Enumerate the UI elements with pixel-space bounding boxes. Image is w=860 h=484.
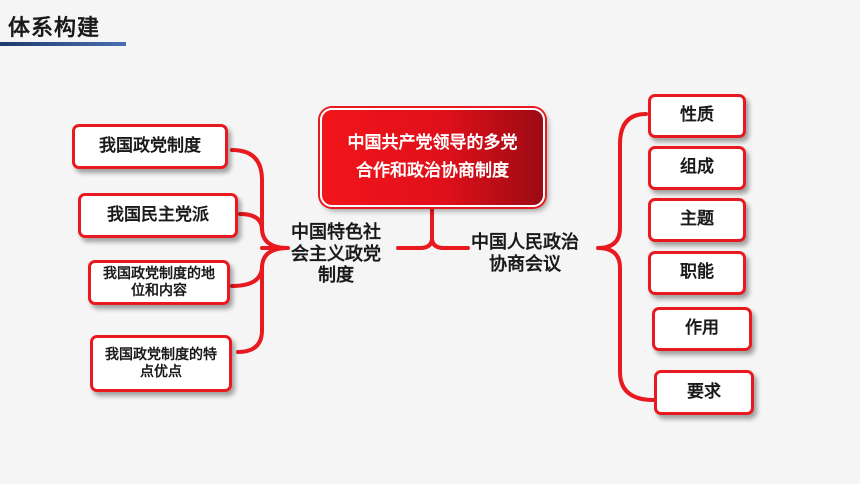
left-hub-label: 中国特色社会主义政党制度 [291, 222, 381, 287]
title-underline [0, 42, 126, 46]
left-bracket-tick-3 [230, 264, 264, 288]
right-item-1-text: 性质 [680, 105, 714, 126]
right-item-5-text: 作用 [685, 318, 719, 339]
left-item-1: 我国政党制度 [72, 124, 228, 169]
right-item-4-text: 职能 [680, 262, 714, 283]
right-item-6: 要求 [654, 370, 754, 415]
center-node: 中国共产党领导的多党合作和政治协商制度 [320, 108, 545, 207]
right-item-2-text: 组成 [680, 157, 714, 178]
right-item-4: 职能 [648, 251, 746, 295]
page-title: 体系构建 [8, 16, 101, 41]
right-item-2: 组成 [648, 146, 746, 190]
center-brace [396, 205, 470, 250]
right-item-3: 主题 [648, 198, 746, 242]
left-item-3: 我国政党制度的地位和内容 [88, 260, 230, 305]
right-item-3-text: 主题 [680, 209, 714, 230]
left-item-1-text: 我国政党制度 [99, 135, 201, 156]
left-item-2-text: 我国民主党派 [107, 204, 209, 225]
left-bracket-tick-2 [238, 212, 264, 232]
right-hub-label: 中国人民政治协商会议 [471, 232, 579, 275]
right-bracket [596, 112, 656, 402]
left-bracket [230, 148, 290, 354]
left-item-3-text: 我国政党制度的地位和内容 [103, 266, 215, 299]
right-item-5: 作用 [652, 307, 752, 351]
right-item-1: 性质 [648, 94, 746, 138]
center-node-text: 中国共产党领导的多党合作和政治协商制度 [347, 133, 518, 181]
left-item-4-text: 我国政党制度的特点优点 [105, 347, 217, 380]
right-item-6-text: 要求 [687, 381, 721, 402]
left-item-4: 我国政党制度的特点优点 [90, 335, 232, 392]
left-item-2: 我国民主党派 [78, 193, 238, 238]
